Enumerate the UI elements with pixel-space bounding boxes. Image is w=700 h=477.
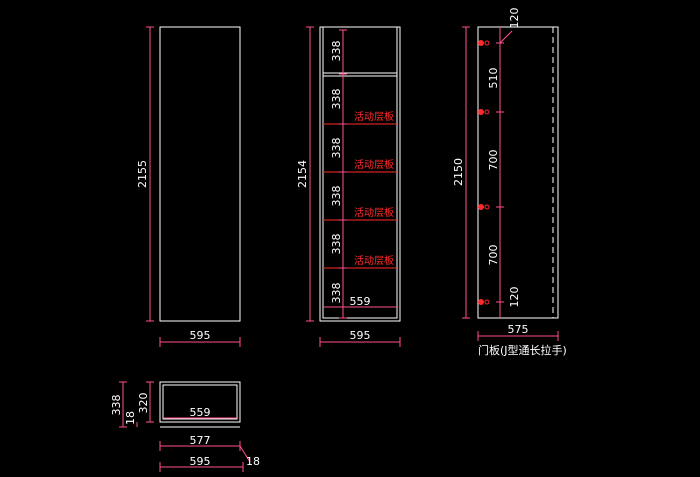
shelf-label: 活动层板: [354, 110, 394, 123]
top-outer-outline: [159, 381, 241, 423]
middle-spacing-label: 338: [330, 186, 343, 207]
hinge-icon: [478, 40, 490, 46]
hinge-spacing-label: 700: [487, 150, 500, 171]
middle-spacing-label: 338: [330, 41, 343, 62]
hinge-spacing-label: 700: [487, 245, 500, 266]
door-height-label: 2150: [452, 158, 465, 186]
left-cabinet-outline: [159, 26, 241, 322]
top-side-label: 18: [124, 411, 137, 425]
door-width-label: 575: [508, 323, 529, 336]
left-height-label: 2155: [136, 160, 149, 188]
top-outer-label: 595: [190, 455, 211, 468]
hinge-spacing-label: 510: [487, 68, 500, 89]
edge-leader-line: [239, 445, 251, 463]
shelf-label: 活动层板: [354, 254, 394, 267]
shelf-label: 活动层板: [354, 158, 394, 171]
middle-spacing-label: 338: [330, 234, 343, 255]
top-inner-outline: [162, 384, 238, 420]
movable-shelves: [323, 123, 397, 269]
middle-width-label: 595: [350, 329, 371, 342]
hinge-icon: [478, 299, 490, 305]
hinge-spacing-label: 120: [508, 8, 521, 29]
right-view: 120 510 700 700 120 2150 575 门板(J型通长拉手): [452, 8, 567, 358]
middle-cabinet-outline: [319, 26, 401, 322]
left-width-label: 595: [190, 329, 211, 342]
hinge-spacing-label: 120: [508, 287, 521, 308]
top-edge-label: 18: [246, 455, 260, 468]
top-height-total-label: 338: [110, 395, 123, 416]
door-panel-outline: [477, 26, 559, 319]
hinge-icon: [478, 109, 490, 115]
middle-view: 活动层板 活动层板 活动层板 活动层板 338 338 338 338 338 …: [296, 26, 401, 347]
middle-spacing-label: 338: [330, 283, 343, 304]
middle-spacing-label: 338: [330, 89, 343, 110]
door-caption: 门板(J型通长拉手): [478, 343, 567, 357]
hinges: [478, 40, 490, 305]
middle-height-label: 2154: [296, 160, 309, 188]
top-inner-label: 559: [190, 406, 211, 419]
top-view: 559 577 595 18 338 320 18: [110, 381, 260, 472]
top-middle-label: 577: [190, 434, 211, 447]
hinge-icon: [478, 204, 490, 210]
left-view: 2155 595: [136, 26, 241, 347]
shelf-label: 活动层板: [354, 206, 394, 219]
middle-inner-width-label: 559: [350, 295, 371, 308]
middle-spacing-label: 338: [330, 138, 343, 159]
top-height-inner-label: 320: [137, 393, 150, 414]
